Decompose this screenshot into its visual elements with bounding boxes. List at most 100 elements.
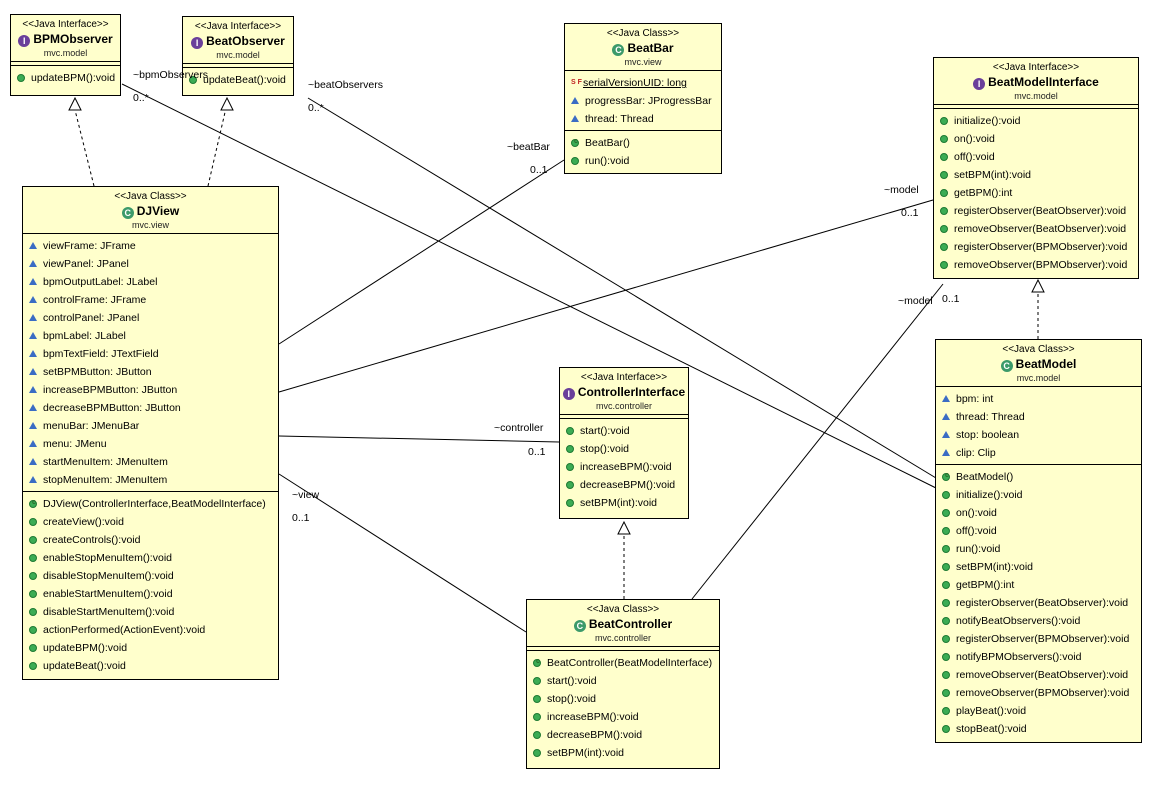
method: run():void [565,152,721,170]
public-method-icon [533,713,541,721]
stereotype: <<Java Interface>> [992,62,1080,73]
method: run():void [936,540,1141,558]
field: bpmOutputLabel: JLabel [23,273,278,291]
class-icon: C [612,44,625,56]
package-field-icon [29,314,37,321]
class-name: BeatBar [627,41,674,55]
mult-view-model: 0..1 [901,207,919,219]
stereotype: <<Java Class>> [1002,344,1075,355]
stereotype: <<Java Class>> [114,191,187,202]
role-bpmobservers: ~bpmObservers [133,69,208,81]
field: bpmLabel: JLabel [23,327,278,345]
class-name: BeatModelInterface [988,75,1099,89]
mult-view: 0..1 [292,512,310,524]
role-controller-model: ~model [898,295,933,307]
field: clip: Clip [936,444,1141,462]
method: getBPM():int [936,576,1141,594]
method: decreaseBPM():void [527,726,719,744]
method: setBPM(int):void [560,494,688,512]
role-beatbar: ~beatBar [507,141,550,153]
package-field-icon [942,413,950,420]
public-method-icon [566,499,574,507]
package-name: mvc.model [1016,373,1061,383]
package-field-icon [29,386,37,393]
package-field-icon [29,296,37,303]
method: createControls():void [23,531,278,549]
method: updateBPM():void [23,639,278,657]
method: off():void [936,522,1141,540]
mult-bpmobservers: 0..* [133,92,149,104]
field: progressBar: JProgressBar [565,92,721,110]
field: S FserialVersionUID: long [565,74,721,92]
public-method-icon [942,509,950,517]
public-method-icon [940,135,948,143]
package-name: mvc.controller [595,401,652,411]
package-field-icon [942,431,950,438]
public-method-icon [942,653,950,661]
method: removeObserver(BeatObserver):void [934,220,1138,238]
mult-controller-model: 0..1 [942,293,960,305]
public-method-icon [29,626,37,634]
package-field-icon [29,350,37,357]
method: playBeat():void [936,702,1141,720]
public-method-icon [533,749,541,757]
package-field-icon [29,242,37,249]
public-method-icon [942,671,950,679]
package-field-icon [29,368,37,375]
package-field-icon [29,404,37,411]
public-method-icon [940,189,948,197]
stereotype: <<Java Class>> [586,604,660,615]
public-method-icon [942,635,950,643]
method: registerObserver(BeatObserver):void [934,202,1138,220]
method: removeObserver(BeatObserver):void [936,666,1141,684]
public-method-icon [533,677,541,685]
public-method-icon [29,644,37,652]
public-method-icon [29,500,37,508]
class-name: BeatObserver [206,34,285,48]
field: stopMenuItem: JMenuItem [23,471,278,489]
method: initialize():void [936,486,1141,504]
method: on():void [934,130,1138,148]
package-field-icon [29,260,37,267]
field: viewPanel: JPanel [23,255,278,273]
realization-arrowhead [68,96,82,111]
public-method-icon [533,695,541,703]
package-name: mvc.model [43,48,88,58]
mult-beatobservers: 0..* [308,102,324,114]
public-method-icon [940,153,948,161]
public-method-icon [29,608,37,616]
field: stop: boolean [936,426,1141,444]
method: stop():void [560,440,688,458]
assoc-djview-beatbar [278,159,565,345]
package-field-icon [29,440,37,447]
mult-beatbar: 0..1 [530,164,548,176]
method: notifyBPMObservers():void [936,648,1141,666]
public-method-icon [942,491,950,499]
class-name: BeatModel [1015,357,1077,371]
public-method-icon [942,527,950,535]
field: bpmTextField: JTextField [23,345,278,363]
field: decreaseBPMButton: JButton [23,399,278,417]
realization-djview-bpmobserver [74,109,95,187]
public-method-icon [942,725,950,733]
method: getBPM():int [934,184,1138,202]
interface-icon: I [973,78,986,90]
method: start():void [560,422,688,440]
assoc-beatmodel-beatobservers [307,97,937,479]
public-method-icon [29,518,37,526]
assoc-djview-model [278,199,934,393]
method: setBPM(int):void [527,744,719,762]
stereotype: <<Java Interface>> [580,372,668,383]
stereotype: <<Java Class>> [606,28,680,39]
field: setBPMButton: JButton [23,363,278,381]
method: setBPM(int):void [934,166,1138,184]
